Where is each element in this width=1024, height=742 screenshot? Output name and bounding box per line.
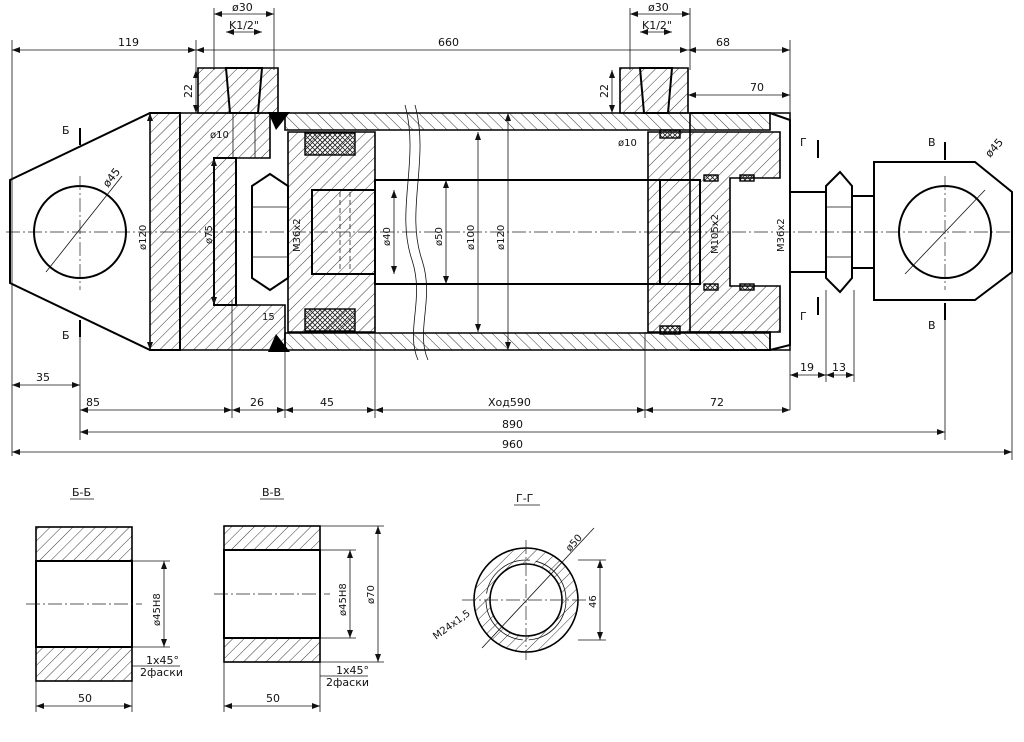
main-view: [6, 67, 1013, 361]
dim-d75: ø75: [204, 225, 215, 244]
section-vv-chamfer: 1x45°: [336, 664, 369, 677]
section-gg-outer: ø50: [564, 533, 585, 554]
right-port-boss: [619, 67, 689, 114]
dim-d45-left: ø45: [100, 166, 123, 190]
rod-nut-left: [251, 172, 289, 292]
barrel-top-wall: [284, 112, 771, 131]
dim-d50: ø50: [434, 227, 445, 246]
break-line: [404, 104, 419, 361]
dim-stroke: Ход590: [488, 396, 531, 409]
dim-68: 68: [716, 36, 730, 49]
section-bb-bore: ø45H8: [152, 593, 163, 626]
mark-v-bottom: В: [928, 319, 936, 332]
dim-660: 660: [438, 36, 459, 49]
dim-k12-left: K1/2": [229, 19, 259, 32]
dim-d100: ø100: [466, 225, 477, 250]
dim-35: 35: [36, 371, 50, 384]
dim-19: 19: [800, 361, 814, 374]
section-vv-width: 50: [266, 692, 280, 705]
dim-85: 85: [86, 396, 100, 409]
section-bb-chamfer-note: 2фаски: [140, 666, 183, 679]
section-bb: Б-Б ø45H8 1x45° 2фаски 50: [26, 486, 183, 712]
dim-d30-left: ø30: [232, 1, 253, 14]
dimension-labels: 119 660 68 70 ø30 K1/2" ø30 K1/2" 22 22 …: [36, 1, 1006, 451]
dim-890: 890: [502, 418, 523, 431]
dim-d120-left: ø120: [138, 225, 149, 250]
rod-nut-right: [825, 170, 853, 294]
dim-26: 26: [250, 396, 264, 409]
dim-m36-left: M36x2: [292, 218, 303, 252]
dim-d10-left: ø10: [210, 130, 229, 141]
dimension-lines: [11, 8, 1013, 460]
dim-22-right: 22: [598, 84, 611, 98]
dim-72: 72: [710, 396, 724, 409]
section-bb-title: Б-Б: [72, 486, 91, 499]
front-cap: [689, 112, 791, 351]
mark-g-bottom: Г: [800, 310, 807, 323]
dim-m105: M105x2: [710, 214, 721, 254]
section-gg-height: 46: [588, 595, 599, 608]
section-gg: Г-Г 46 ø50 M24x1,5: [431, 492, 606, 660]
mark-b-top: Б: [62, 124, 70, 137]
barrel-bottom-wall: [284, 332, 771, 351]
section-vv-outer: ø70: [366, 585, 377, 604]
piston-seal-top: [304, 132, 356, 156]
dim-22-left: 22: [182, 84, 195, 98]
mark-b-bottom: Б: [62, 329, 70, 342]
dim-13: 13: [832, 361, 846, 374]
mark-g-top: Г: [800, 136, 807, 149]
dim-k12-right: K1/2": [642, 19, 672, 32]
left-port-boss: [197, 67, 279, 114]
piston-seal-bottom: [304, 308, 356, 332]
dim-m36-right: M36x2: [776, 218, 787, 252]
dim-70: 70: [750, 81, 764, 94]
section-bb-chamfer: 1x45°: [146, 654, 179, 667]
dim-d120-center: ø120: [496, 225, 507, 250]
section-vv-title: В-В: [262, 486, 281, 499]
dim-d30-right: ø30: [648, 1, 669, 14]
section-vv: В-В ø45H8 ø70 1x45° 2фаски 50: [214, 486, 384, 712]
dim-d10-right: ø10: [618, 138, 637, 149]
section-vv-chamfer-note: 2фаски: [326, 676, 369, 689]
section-vv-bore: ø45H8: [338, 583, 349, 616]
section-bb-width: 50: [78, 692, 92, 705]
dim-960: 960: [502, 438, 523, 451]
dim-d45-right: ø45: [983, 136, 1007, 160]
dim-d40: ø40: [382, 227, 393, 246]
section-gg-title: Г-Г: [516, 492, 534, 505]
section-gg-thread: M24x1,5: [431, 608, 472, 642]
mark-v-top: В: [928, 136, 936, 149]
dim-119: 119: [118, 36, 139, 49]
dim-15: 15: [262, 312, 275, 323]
dim-45: 45: [320, 396, 334, 409]
